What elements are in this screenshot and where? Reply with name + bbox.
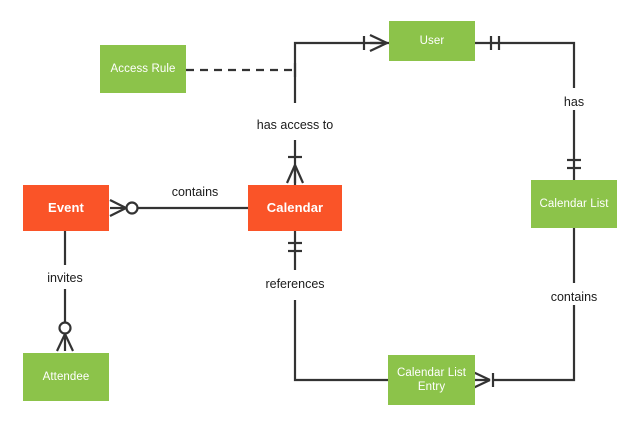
entity-calendar[interactable]: Calendar [248,185,342,231]
entity-calendar-list-entry-label: Calendar List Entry [396,367,467,393]
entity-user-label: User [419,35,445,47]
entity-attendee[interactable]: Attendee [23,353,109,401]
connector-user-has-calendar-list-upper [475,41,576,88]
relationship-label-invites-text: invites [47,271,83,285]
relationship-label-has: has [524,95,624,109]
crowfoot-many-calendar-has-access-to [285,164,305,184]
crowfoot-circle-event-contains [125,201,139,215]
relationship-label-contains-event-calendar: contains [145,185,245,199]
entity-attendee-label: Attendee [42,371,90,383]
relationship-label-contains-calendar-list-entry: contains [524,290,624,304]
entity-access-rule-label: Access Rule [110,63,176,75]
entity-event[interactable]: Event [23,185,109,231]
connector-user-has-access-to-calendar-upper [293,41,389,103]
crowfoot-circle-attendee-invites [58,321,72,335]
entity-calendar-label: Calendar [266,200,324,215]
tick-one-and-only-one-calendar-list-has [567,158,581,170]
relationship-label-invites: invites [15,271,115,285]
entity-user[interactable]: User [389,21,475,61]
entity-calendar-list[interactable]: Calendar List [531,180,617,228]
entity-calendar-list-entry[interactable]: Calendar List Entry [388,355,475,405]
connector-calendar-references-lower [293,300,388,382]
crowfoot-many-event-contains [109,199,127,217]
tick-one-and-only-one-calendar-references [288,241,302,253]
relationship-label-contains-event-calendar-text: contains [171,185,219,199]
crowfoot-many-user-has-access-to [369,34,388,52]
relationship-label-has-access-to: has access to [225,118,365,132]
crowfoot-many-attendee-invites [56,333,74,352]
entity-event-label: Event [48,200,84,215]
relationship-label-references: references [235,277,355,291]
entity-access-rule[interactable]: Access Rule [100,45,186,93]
relationship-label-contains-calendar-list-entry-text: contains [550,290,598,304]
relationship-label-has-access-to-text: has access to [256,118,334,132]
relationship-label-has-text: has [563,95,585,109]
crowfoot-many-calendar-list-entry-contains [472,371,491,389]
tick-one-and-only-one-user-has [489,36,501,50]
entity-calendar-list-label: Calendar List [539,198,609,210]
connector-calendar-list-contains-lower [492,305,576,382]
relationship-label-references-text: references [265,277,325,291]
